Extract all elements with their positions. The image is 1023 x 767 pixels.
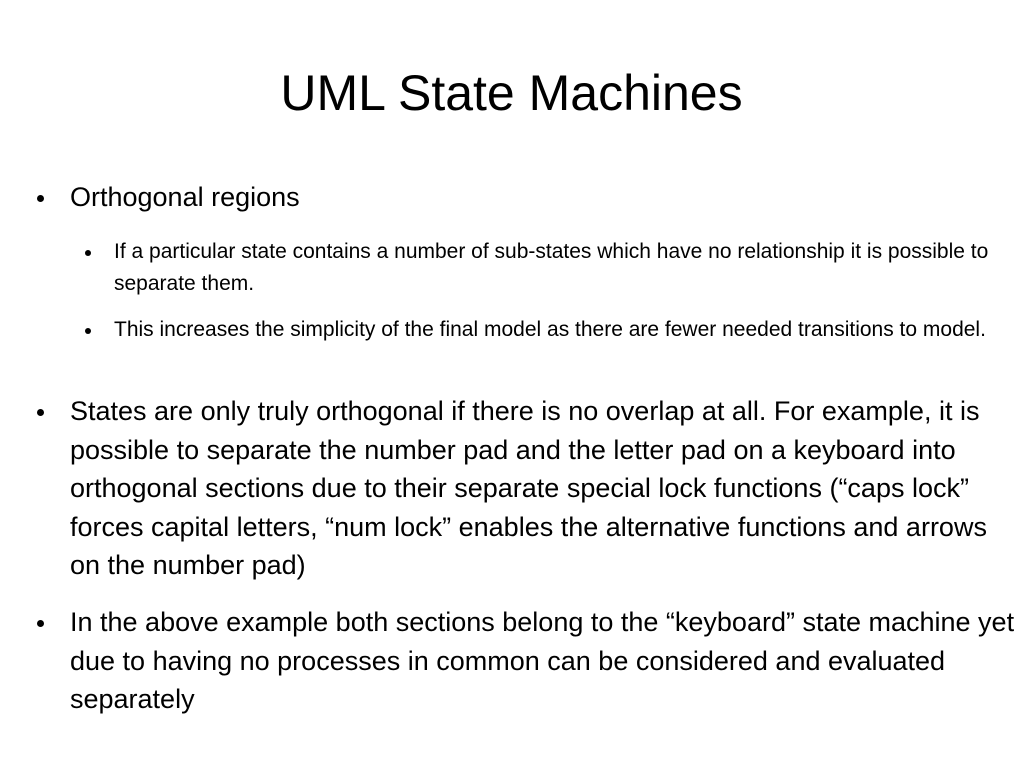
bullet-dot-icon [85, 328, 91, 334]
bullet-orthogonal-example: States are only truly orthogonal if ther… [37, 392, 1020, 585]
bullet-dot-icon [37, 409, 44, 416]
bullet-text: Orthogonal regions [70, 182, 300, 212]
bullet-orthogonal-regions: Orthogonal regions [37, 178, 1020, 217]
sub-bullet-text: If a particular state contains a number … [114, 240, 989, 295]
bullet-text: In the above example both sections belon… [70, 607, 1015, 714]
bullet-dot-icon [37, 195, 44, 202]
sub-bullet-separate-substates: If a particular state contains a number … [85, 236, 1019, 300]
bullet-keyboard-state-machine: In the above example both sections belon… [37, 603, 1020, 719]
bullet-dot-icon [85, 250, 91, 256]
sub-bullet-simplicity: This increases the simplicity of the fin… [85, 314, 1019, 346]
sub-bullet-text: This increases the simplicity of the fin… [114, 318, 986, 341]
bullet-dot-icon [37, 620, 44, 627]
bullet-text: States are only truly orthogonal if ther… [70, 396, 987, 580]
slide-title: UML State Machines [280, 65, 743, 121]
